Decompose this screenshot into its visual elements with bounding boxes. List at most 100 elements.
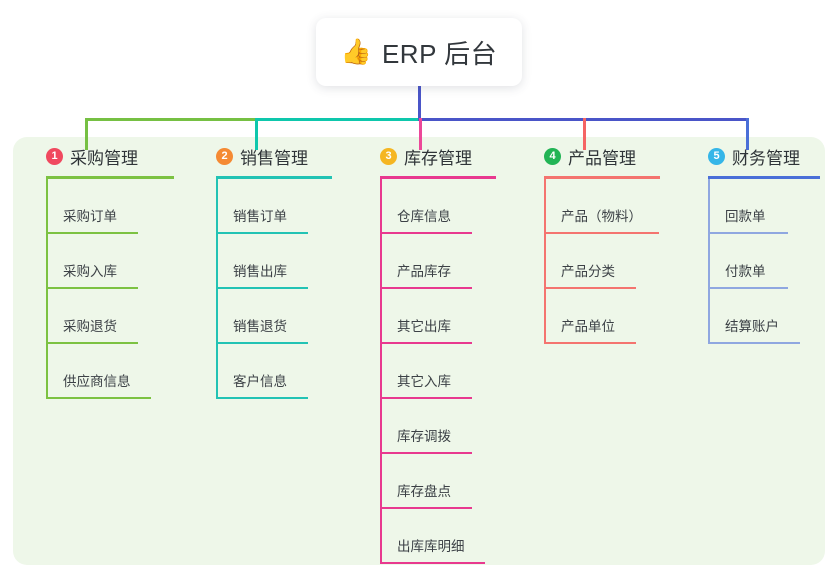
list-item-label: 其它入库	[397, 374, 451, 389]
branch-header-5[interactable]: 5 财务管理	[691, 144, 800, 168]
branch-title-3: 库存管理	[404, 148, 472, 168]
leaf-rule	[544, 342, 636, 344]
leaf-stem	[380, 509, 382, 564]
branch-title-1: 采购管理	[70, 148, 138, 168]
leaf-stem	[216, 179, 218, 234]
list-item-label: 其它出库	[397, 319, 451, 334]
leaf-rule	[216, 232, 308, 234]
connector-drop-1	[85, 118, 88, 150]
list-item-label: 客户信息	[233, 374, 287, 389]
leaf-rule	[380, 562, 485, 564]
leaf-stem	[544, 179, 546, 234]
leaf-rule	[46, 287, 138, 289]
leaf-rule	[216, 342, 308, 344]
leaf-stem	[216, 234, 218, 289]
leaf-rule	[544, 287, 636, 289]
branch-column-1: 1 采购管理 采购订单 采购入库 采购退货 供应商信息	[29, 144, 174, 399]
leaf-stem	[380, 289, 382, 344]
list-item-label: 产品单位	[561, 319, 615, 334]
leaf-rule	[380, 232, 472, 234]
branch-rule-3	[380, 176, 496, 179]
list-item-label: 产品库存	[397, 264, 451, 279]
leaf-stem	[46, 179, 48, 234]
list-item-label: 库存盘点	[397, 484, 451, 499]
branch-header-2[interactable]: 2 销售管理	[199, 144, 308, 168]
branch-title-2: 销售管理	[240, 148, 308, 168]
branch-rule-4	[544, 176, 660, 179]
connector-drop-4	[583, 118, 586, 150]
list-item-label: 仓库信息	[397, 209, 451, 224]
leaf-rule	[380, 397, 472, 399]
list-item-label: 采购订单	[63, 209, 117, 224]
leaf-rule	[708, 342, 800, 344]
leaf-stem	[380, 179, 382, 234]
list-item-label: 供应商信息	[63, 374, 131, 389]
leaf-rule	[708, 232, 788, 234]
leaf-rule	[216, 287, 308, 289]
list-item-label: 付款单	[725, 264, 766, 279]
leaf-rule	[46, 342, 138, 344]
leaf-rule	[380, 287, 472, 289]
branch-column-3: 3 库存管理 仓库信息 产品库存 其它出库 其它入库	[363, 144, 496, 564]
connector-root-trunk	[418, 86, 421, 120]
leaf-rule	[46, 232, 138, 234]
leaf-stem	[380, 344, 382, 399]
connector-bus-green	[85, 118, 258, 121]
leaf-stem	[216, 289, 218, 344]
leaf-stem	[544, 234, 546, 289]
leaf-rule	[708, 287, 788, 289]
leaf-stem	[708, 289, 710, 344]
branch-badge-2: 2	[216, 147, 233, 165]
branch-badge-1: 1	[46, 147, 63, 165]
diagram-panel	[13, 137, 825, 565]
list-item-label: 产品（物料）	[561, 209, 642, 224]
list-item-label: 销售订单	[233, 209, 287, 224]
list-item-label: 产品分类	[561, 264, 615, 279]
leaf-rule	[216, 397, 308, 399]
leaf-stem	[46, 289, 48, 344]
leaf-rule	[544, 232, 659, 234]
leaf-stem	[380, 454, 382, 509]
leaf-stem	[46, 344, 48, 399]
branch-column-2: 2 销售管理 销售订单 销售出库 销售退货 客户信息	[199, 144, 332, 399]
list-item-label: 库存调拨	[397, 429, 451, 444]
branch-header-3[interactable]: 3 库存管理	[363, 144, 472, 168]
leaf-stem	[708, 179, 710, 234]
thumbs-up-icon: 👍	[340, 37, 372, 66]
branch-title-4: 产品管理	[568, 148, 636, 168]
connector-drop-5	[746, 118, 749, 150]
connector-drop-3	[419, 118, 422, 150]
connector-drop-2	[255, 118, 258, 150]
leaf-stem	[46, 234, 48, 289]
connector-bus-teal	[255, 118, 421, 121]
leaf-rule	[380, 452, 472, 454]
list-item-label: 销售出库	[233, 264, 287, 279]
branch-column-5: 5 财务管理 回款单 付款单 结算账户	[691, 144, 820, 344]
branch-rule-2	[216, 176, 332, 179]
leaf-rule	[380, 342, 472, 344]
branch-title-5: 财务管理	[732, 148, 800, 168]
branch-header-1[interactable]: 1 采购管理	[29, 144, 138, 168]
list-item-label: 采购退货	[63, 319, 117, 334]
list-item-label: 销售退货	[233, 319, 287, 334]
list-item-label: 结算账户	[725, 319, 779, 334]
root-node[interactable]: 👍 ERP 后台	[316, 18, 522, 86]
root-node-title: ERP 后台	[381, 38, 498, 69]
leaf-stem	[708, 234, 710, 289]
leaf-rule	[46, 397, 151, 399]
branch-badge-5: 5	[708, 147, 725, 165]
leaf-stem	[544, 289, 546, 344]
list-item-label: 出库库明细	[397, 539, 465, 554]
branch-badge-3: 3	[380, 147, 397, 165]
branch-header-4[interactable]: 4 产品管理	[527, 144, 636, 168]
list-item-label: 采购入库	[63, 264, 117, 279]
branch-badge-4: 4	[544, 147, 561, 165]
branch-rule-5	[708, 176, 820, 179]
leaf-stem	[380, 234, 382, 289]
leaf-stem	[216, 344, 218, 399]
list-item-label: 回款单	[725, 209, 766, 224]
leaf-rule	[380, 507, 472, 509]
branch-rule-1	[46, 176, 174, 179]
leaf-stem	[380, 399, 382, 454]
